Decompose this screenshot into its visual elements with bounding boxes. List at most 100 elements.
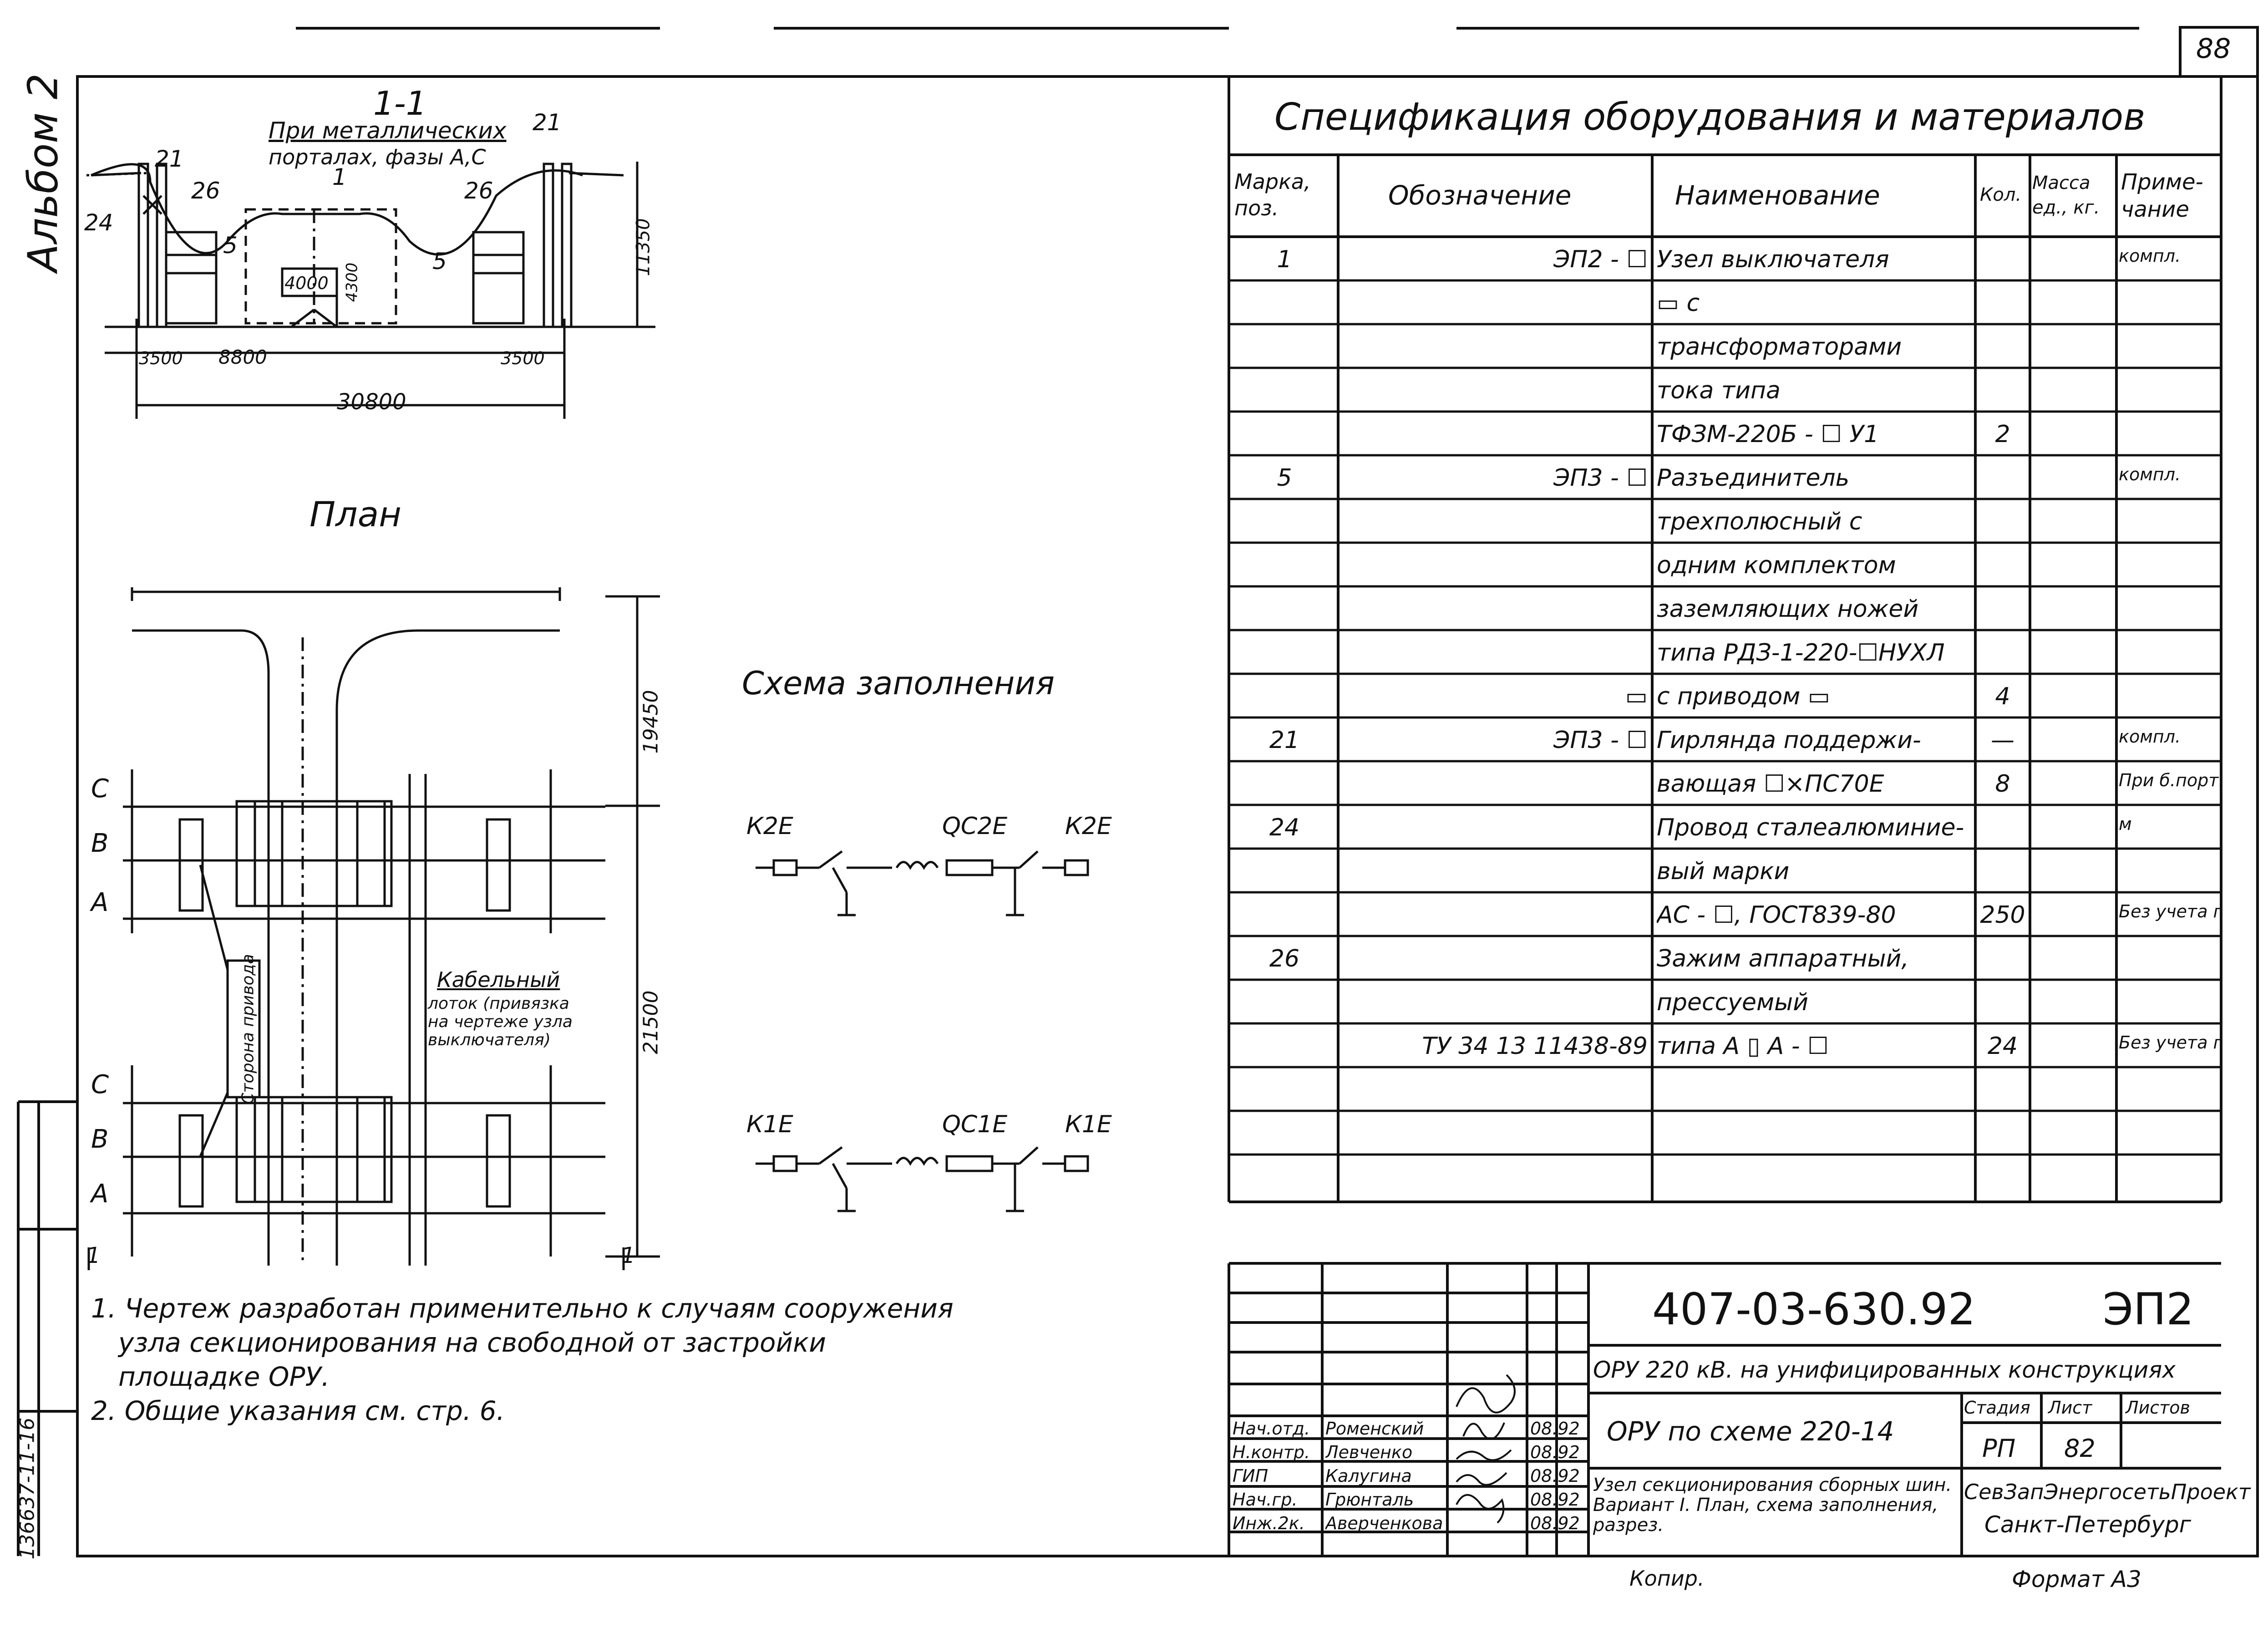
- spec-header-mass: Масса ед., кг.: [2032, 173, 2100, 218]
- spec-cell-name: АС - ☐, ГОСТ839-80: [1657, 901, 1896, 929]
- signature-date: 08.92: [1530, 1466, 1580, 1486]
- phase-a-bottom: А: [91, 1179, 109, 1209]
- spec-cell-name: Разъединитель: [1657, 464, 1850, 492]
- spec-cell-mark: 24: [1269, 814, 1300, 841]
- note-2: 2. Общие указания см. стр. 6.: [91, 1395, 505, 1426]
- note-1: 1. Чертеж разработан применительно к слу…: [91, 1293, 954, 1324]
- spec-cell-name: вающая ☐×ПС70Е: [1657, 770, 1884, 798]
- spec-cell-note: При б.порт. При мет. порт.: [2119, 770, 2220, 790]
- section-note-1: При металлических: [269, 117, 507, 144]
- signature-scribbles: [1456, 1374, 1516, 1524]
- phase-c-bottom: С: [91, 1070, 109, 1099]
- dim-8800: 8800: [218, 346, 267, 368]
- signature-role: Нач.гр.: [1233, 1490, 1298, 1510]
- spec-cell-name: с приводом ▭: [1657, 683, 1831, 710]
- cable-note: лоток (привязка на чертеже узла выключат…: [428, 994, 573, 1049]
- cable-label: Кабельный: [437, 967, 560, 992]
- spec-cell-name: Узел выключателя: [1657, 246, 1889, 273]
- page-number: 88: [2196, 33, 2231, 65]
- spec-cell-qty: 8: [1995, 770, 2010, 798]
- phase-c-top: С: [91, 774, 109, 804]
- signature-name: Аверченкова: [1325, 1513, 1443, 1533]
- album-label: Альбом 2: [19, 73, 67, 272]
- organization: СевЗапЭнергосетьПроект: [1964, 1480, 2251, 1504]
- signature-role: Нач.отд.: [1233, 1419, 1310, 1439]
- phase-b-top: В: [91, 829, 109, 858]
- section-drawing: [86, 162, 655, 419]
- side-stamp: 136637-11-16: [15, 1417, 39, 1560]
- stage-label: Стадия: [1964, 1398, 2030, 1418]
- spec-cell-mark: 1: [1277, 246, 1292, 273]
- spec-cell-qty: 24: [1987, 1033, 2018, 1060]
- dim-21500: 21500: [639, 990, 663, 1054]
- spec-cell-qty: 250: [1980, 901, 2025, 929]
- phase-a-top: А: [91, 888, 109, 917]
- label-5-left: 5: [223, 232, 238, 259]
- spec-cell-designation: ЭП3 - ☐: [1553, 727, 1648, 754]
- spec-header-name: Наименование: [1675, 180, 1880, 211]
- signature-role: Н.контр.: [1233, 1442, 1310, 1462]
- spec-cell-designation: ЭП2 - ☐: [1553, 246, 1648, 273]
- stage-value: РП: [1982, 1434, 2016, 1463]
- signature-name: Роменский: [1325, 1419, 1424, 1439]
- spec-cell-note: компл.: [2119, 727, 2181, 747]
- signature-date: 08.92: [1530, 1490, 1580, 1510]
- dim-11350: 11350: [633, 218, 654, 276]
- project-title: ОРУ 220 кВ. на унифицированных конструкц…: [1593, 1357, 2176, 1383]
- label-5-right: 5: [432, 248, 447, 275]
- dim-30800: 30800: [337, 389, 406, 415]
- dim-4000: 4000: [284, 273, 329, 293]
- drive-side-label: Сторона привода: [238, 954, 258, 1104]
- dim-19450: 19450: [639, 690, 663, 754]
- sheets-label: Листов: [2126, 1398, 2190, 1418]
- spec-cell-designation: ▭: [1625, 683, 1648, 710]
- spec-cell-name: Гирлянда поддержи-: [1657, 727, 1921, 754]
- spec-cell-note: м: [2119, 814, 2132, 834]
- label-1: 1: [332, 164, 347, 190]
- signature-role: ГИП: [1233, 1466, 1268, 1486]
- label-21-left: 21: [155, 146, 184, 172]
- spec-cell-name: вый марки: [1657, 858, 1790, 885]
- spec-cell-note: компл.: [2119, 464, 2181, 484]
- spec-cell-mark: 21: [1269, 727, 1300, 754]
- section-note-2: порталах, фазы А,С: [269, 145, 486, 169]
- scheme-r2-left: К1Е: [746, 1111, 793, 1138]
- spec-header-mark: Марка, поз.: [1234, 169, 1311, 220]
- signature-date: 08.92: [1530, 1442, 1580, 1462]
- spec-cell-note: компл.: [2119, 246, 2181, 266]
- note-1b: узла секционирования на свободной от зас…: [118, 1327, 826, 1358]
- scheme-title: Схема заполнения: [742, 665, 1055, 702]
- scheme-drawing: [756, 850, 1089, 1212]
- scheme-r1-left: К2Е: [746, 813, 793, 840]
- scheme-r1-mid: QС2Е: [942, 813, 1008, 840]
- spec-cell-name: трансформаторами: [1657, 333, 1902, 361]
- doc-mark: ЭП2: [2103, 1284, 2194, 1335]
- scheme-r1-right: К2Е: [1065, 813, 1112, 840]
- spec-header-qty: Кол.: [1980, 184, 2022, 205]
- dim-3500-right: 3500: [501, 348, 545, 368]
- spec-cell-name: Зажим аппаратный,: [1657, 945, 1909, 972]
- scheme-row-2: [756, 1146, 1089, 1212]
- spec-cell-mark: 26: [1269, 945, 1300, 972]
- note-1c: площадке ОРУ.: [118, 1361, 330, 1392]
- spec-cell-note: Без учета поз. 1: [2119, 901, 2220, 921]
- plan-title: План: [310, 494, 401, 534]
- plan-drawing: [87, 587, 660, 1270]
- spec-cell-name: Провод сталеалюминие-: [1657, 814, 1964, 841]
- signature-name: Левченко: [1325, 1442, 1413, 1462]
- signature-date: 08.92: [1530, 1513, 1580, 1533]
- sheet-value: 82: [2064, 1434, 2095, 1463]
- sheet-label: Лист: [2048, 1398, 2092, 1418]
- label-26-left: 26: [191, 178, 220, 204]
- spec-cell-qty: 4: [1995, 683, 2010, 710]
- spec-cell-designation: ТУ 34 13 11438-89: [1422, 1033, 1648, 1060]
- dim-4300: 4300: [343, 262, 361, 302]
- section-mark-right: 1: [621, 1243, 635, 1268]
- spec-cell-qty: —: [1991, 727, 2014, 754]
- scheme-r2-right: К1Е: [1065, 1111, 1112, 1138]
- dim-3500-left: 3500: [139, 348, 183, 368]
- signature-date: 08.92: [1530, 1419, 1580, 1439]
- signature-name: Калугина: [1325, 1466, 1412, 1486]
- spec-cell-designation: ЭП3 - ☐: [1553, 464, 1648, 492]
- doc-code: 407-03-630.92: [1652, 1284, 1976, 1335]
